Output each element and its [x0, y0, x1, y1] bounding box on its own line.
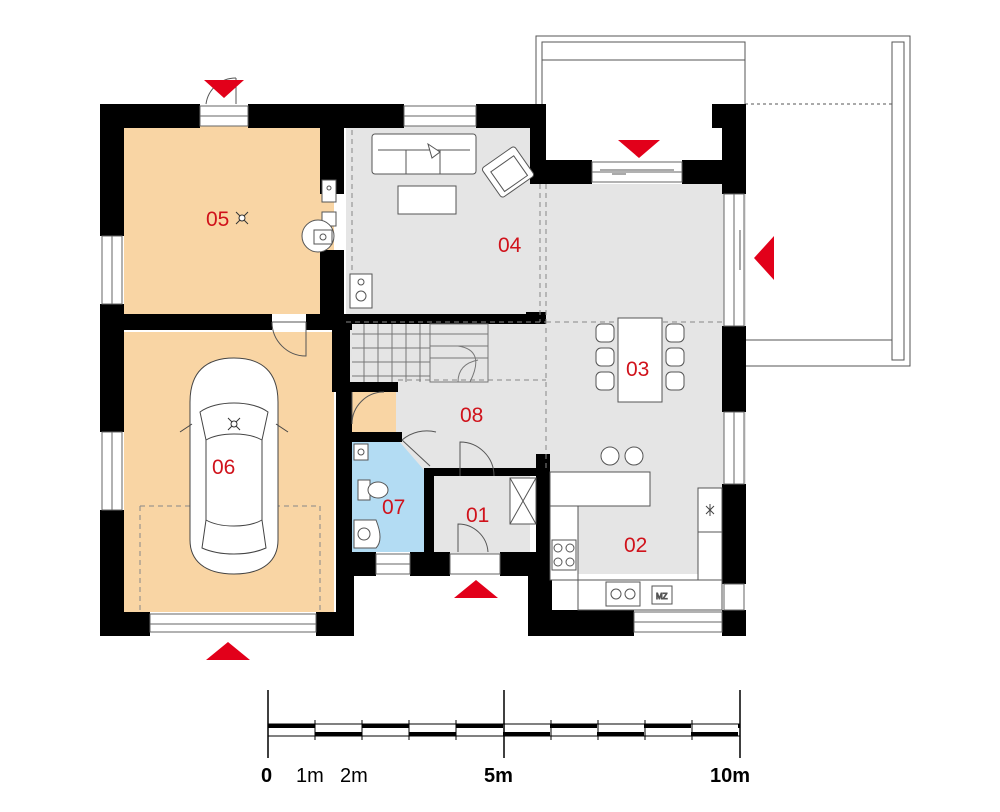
scale-label-10m: 10m [710, 765, 750, 787]
dining-table [617, 317, 663, 403]
entrance-arrow-garage [206, 642, 250, 660]
room-07-label: 07 [382, 496, 405, 519]
room-03-label: 03 [626, 358, 649, 381]
room-02-label: 02 [624, 534, 647, 557]
sofa [371, 133, 477, 175]
staircase [352, 323, 489, 383]
room-06-label: 06 [212, 456, 235, 479]
utility-furniture [235, 179, 337, 253]
room-04-label: 04 [498, 234, 522, 257]
car-icon [179, 357, 289, 575]
hall-fixtures [509, 477, 537, 525]
scale-bar: 0 1m 2m 5m 10m [261, 690, 750, 787]
entrance-arrow-terrace [618, 140, 660, 158]
entrance-arrow-north [204, 80, 244, 98]
room-05-label: 05 [206, 208, 229, 231]
scale-label-5m: 5m [484, 765, 513, 787]
windows [101, 105, 745, 633]
room-08-label: 08 [460, 404, 483, 427]
entrance-arrows [204, 80, 774, 660]
room-01-label: 01 [466, 504, 489, 527]
room-numbers: 05 04 03 08 06 07 01 02 [206, 208, 649, 557]
kitchen-furniture: MZ [549, 446, 723, 611]
scale-label-0: 0 [261, 765, 272, 787]
coffee-table [397, 185, 457, 215]
dishwasher-label: MZ [656, 592, 668, 601]
living-furniture [349, 133, 535, 309]
entrance-arrow-front [454, 580, 498, 598]
kitchen-island [549, 471, 651, 507]
sink [321, 179, 337, 203]
dining-furniture [595, 317, 685, 403]
wc-furniture [353, 443, 389, 549]
scale-label-2m: 2m [340, 765, 368, 787]
floor-drain-icon [235, 211, 249, 225]
entrance-arrow-east [754, 236, 774, 280]
scale-label-1m: 1m [296, 765, 324, 787]
